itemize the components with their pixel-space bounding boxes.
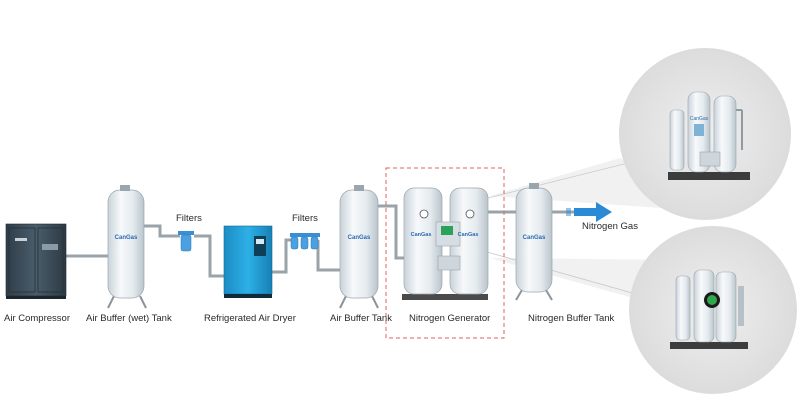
air-buffer-wet-tank: CanGas	[107, 185, 147, 309]
refrigerated-air-dryer	[223, 225, 273, 298]
label-air-buffer-tank: Air Buffer Tank	[330, 313, 392, 324]
pipes	[66, 204, 582, 278]
generator-photo-bottom	[670, 269, 748, 349]
filter-unit-2	[290, 233, 320, 250]
nitrogen-generator: CanGas CanGas	[402, 187, 489, 300]
label-nitrogen-buffer-tank: Nitrogen Buffer Tank	[528, 313, 615, 324]
svg-text:CanGas: CanGas	[458, 232, 479, 238]
label-nitrogen-gas: Nitrogen Gas	[582, 221, 638, 232]
label-air-compressor: Air Compressor	[4, 313, 70, 324]
generator-photo-top: CanGas	[668, 91, 750, 180]
svg-text:CanGas: CanGas	[115, 235, 138, 241]
svg-text:CanGas: CanGas	[348, 235, 371, 241]
svg-text:CanGas: CanGas	[523, 235, 546, 241]
svg-text:CanGas: CanGas	[690, 116, 709, 122]
svg-text:CanGas: CanGas	[411, 232, 432, 238]
label-filters-1: Filters	[176, 213, 202, 224]
air-buffer-tank: CanGas	[339, 185, 379, 309]
label-filters-2: Filters	[292, 213, 318, 224]
nitrogen-gas-arrow	[566, 202, 612, 222]
label-nitrogen-generator: Nitrogen Generator	[409, 313, 491, 324]
nitrogen-generator-highlight-box	[385, 167, 505, 339]
air-compressor	[5, 223, 67, 299]
label-refrigerated-air-dryer: Refrigerated Air Dryer	[204, 313, 296, 324]
filter-unit-1	[178, 231, 194, 252]
label-air-buffer-wet-tank: Air Buffer (wet) Tank	[86, 313, 172, 324]
nitrogen-buffer-tank: CanGas	[515, 183, 553, 301]
